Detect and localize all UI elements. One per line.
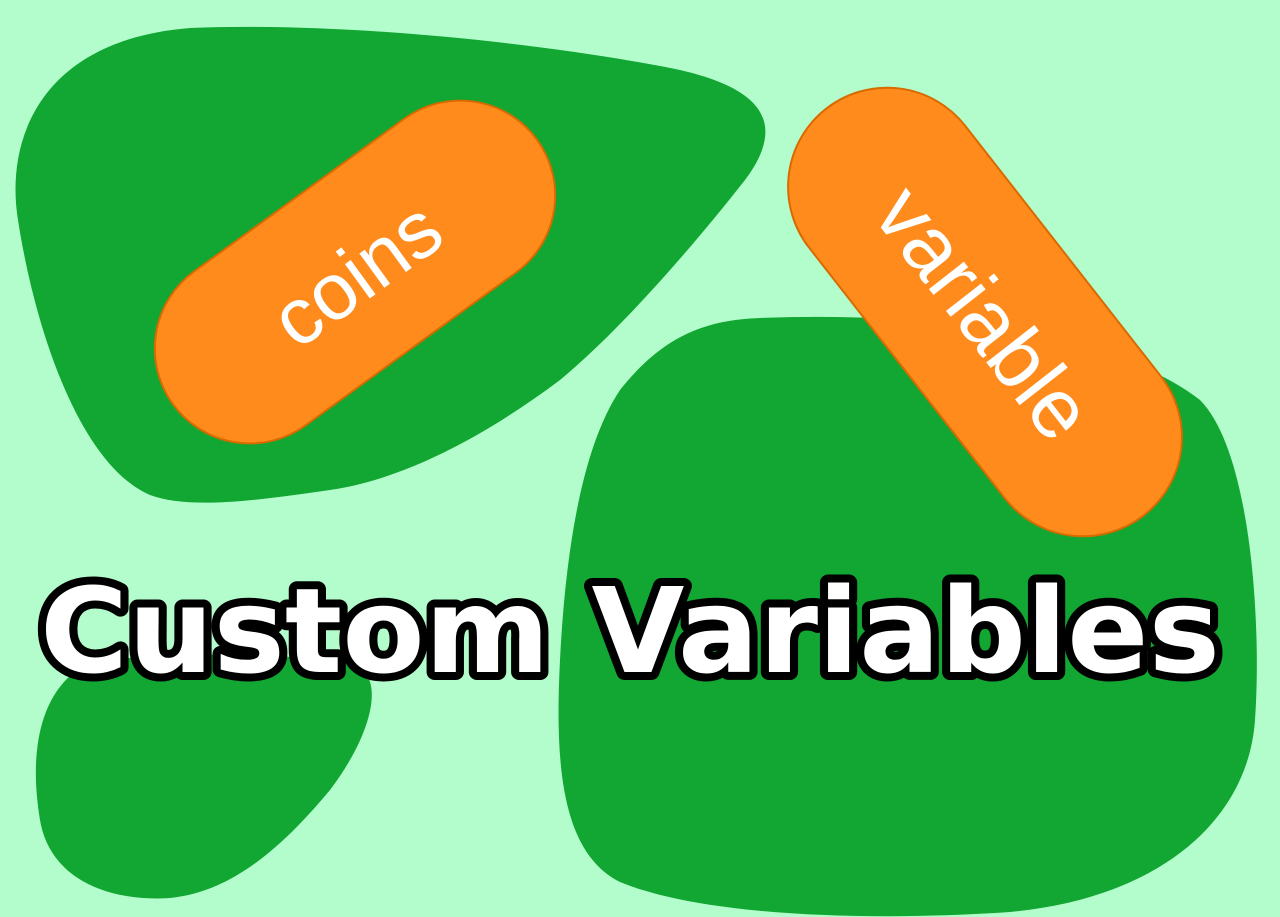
bottom-left-blob: [35, 654, 372, 899]
page-title-outline: Custom Variables: [40, 562, 1220, 700]
coins-pill: coins: [153, 99, 557, 445]
page-title: Custom Variables: [40, 562, 1220, 700]
